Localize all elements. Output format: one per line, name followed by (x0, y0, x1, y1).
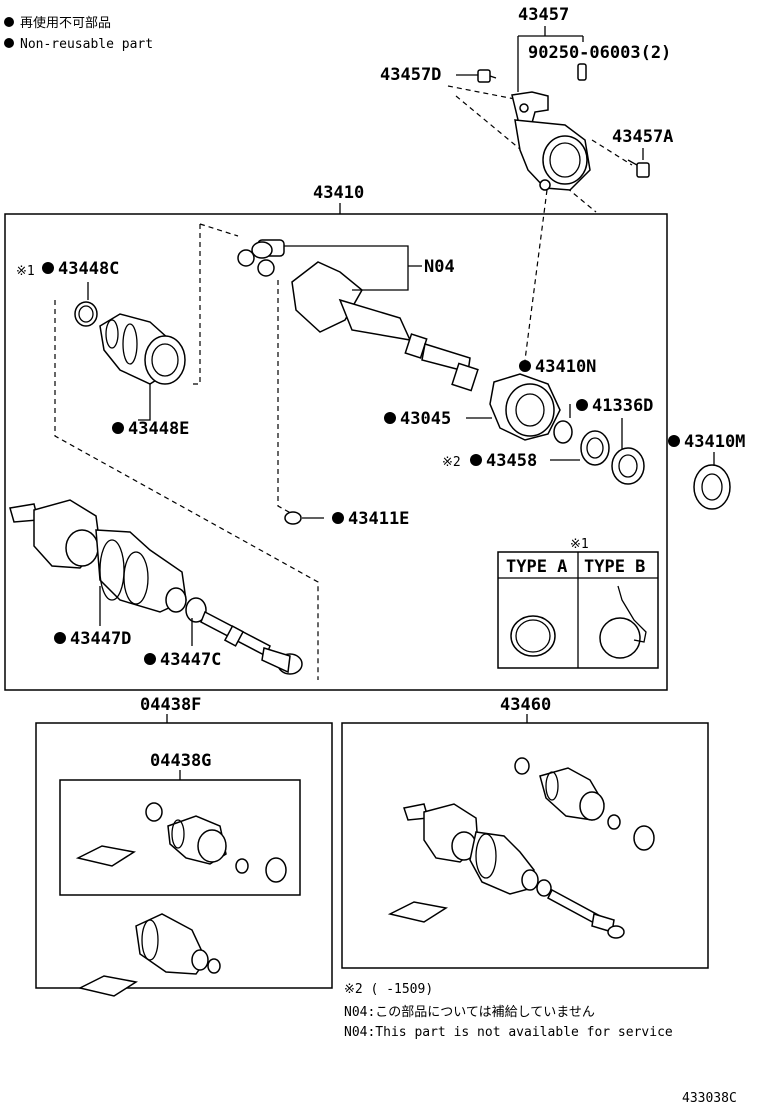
legend-dot-icon (4, 17, 14, 27)
label-43458: 43458 (486, 451, 537, 471)
label-43460: 43460 (500, 695, 551, 715)
clamp-type-b (599, 585, 647, 659)
bolt-43457A (627, 159, 650, 178)
label-43411E: 43411E (348, 509, 409, 529)
snap-ring-43411E (284, 511, 302, 525)
bolt-43457D (477, 69, 497, 83)
legend: 再使用不可部品 Non-reusable part (4, 15, 153, 52)
assembly-box-43410 (4, 213, 668, 691)
nonreusable-dot-icon (576, 399, 588, 411)
leader-N04 (284, 245, 422, 291)
nonreusable-dot-icon (384, 412, 396, 424)
label-N04: N04 (424, 257, 455, 277)
tripod-spider (237, 239, 285, 277)
label-43457A: 43457A (612, 127, 673, 147)
leader-43448E (138, 384, 151, 421)
mark-2: ※2 (442, 455, 461, 470)
nonreusable-dot-icon (112, 422, 124, 434)
note-n04-jp: N04:この部品については補給していません (344, 1005, 595, 1020)
inboard-boot (99, 313, 186, 385)
type-a-header: TYPE A (506, 557, 567, 577)
label-41336D: 41336D (592, 396, 653, 416)
label-43410: 43410 (313, 183, 364, 203)
seal-inner (618, 454, 638, 478)
label-43447D: 43447D (70, 629, 131, 649)
legend-dot-icon (4, 38, 14, 48)
nonreusable-dot-icon (519, 360, 531, 372)
label-43045: 43045 (400, 409, 451, 429)
snap-ring (553, 420, 573, 444)
label-43448E: 43448E (128, 419, 189, 439)
kit-box-04438G (59, 779, 301, 896)
nonreusable-dot-icon (668, 435, 680, 447)
type-b-header: TYPE B (584, 557, 645, 577)
inboard-joint: N04 (237, 239, 479, 392)
dash-left (54, 300, 319, 680)
seal-41336D (611, 447, 645, 485)
label-90250: 90250-06003(2) (528, 43, 671, 63)
dash-to-43410N (524, 189, 548, 361)
note-n04-en: N04:This part is not available for servi… (344, 1025, 673, 1040)
label-43410N: 43410N (535, 357, 596, 377)
type-table: TYPE A TYPE B (497, 551, 659, 669)
pin-90250 (577, 63, 587, 81)
note-mark2: ※2 ( -1509) (344, 982, 433, 997)
outboard-shaft (9, 499, 303, 675)
label-04438G: 04438G (150, 751, 211, 771)
clamp-type-a (510, 615, 556, 657)
label-43448C: 43448C (58, 259, 119, 279)
stem (338, 298, 412, 341)
nonreusable-dot-icon (54, 632, 66, 644)
nonreusable-dot-icon (332, 512, 344, 524)
dash-43457A (591, 139, 633, 166)
bracket-group: 43457 90250-06003(2) 43457D 43457A (380, 5, 673, 361)
label-43457D: 43457D (380, 65, 441, 85)
legend-jp: 再使用不可部品 (20, 15, 111, 31)
label-43410M: 43410M (684, 432, 745, 452)
seal-inner (586, 437, 604, 459)
kit-43460-parts (387, 757, 655, 939)
type-table-mark: ※1 (570, 537, 589, 552)
kit-04438F-parts (77, 913, 221, 997)
legend-en: Non-reusable part (20, 37, 153, 52)
label-43447C: 43447C (160, 650, 221, 670)
mark-1: ※1 (16, 264, 35, 279)
nonreusable-dot-icon (144, 653, 156, 665)
dash-frame (192, 223, 297, 517)
seal-43410M (693, 464, 731, 510)
leader-43457 (517, 26, 584, 92)
clamp-inner (78, 305, 94, 323)
figure-code: 433038C (682, 1091, 737, 1106)
kit-box-04438F (35, 722, 333, 989)
nonreusable-dot-icon (470, 454, 482, 466)
label-43457: 43457 (518, 5, 569, 25)
kit-box-43460 (341, 722, 709, 969)
seal-43458 (580, 430, 610, 466)
kit-04438G-parts (75, 802, 287, 883)
support-bracket (511, 91, 591, 191)
label-04438F: 04438F (140, 695, 201, 715)
seal-inner (701, 473, 723, 501)
center-bearing (489, 373, 561, 441)
clamp-type-a-inner (515, 619, 551, 653)
spline (451, 362, 479, 392)
nonreusable-dot-icon (42, 262, 54, 274)
